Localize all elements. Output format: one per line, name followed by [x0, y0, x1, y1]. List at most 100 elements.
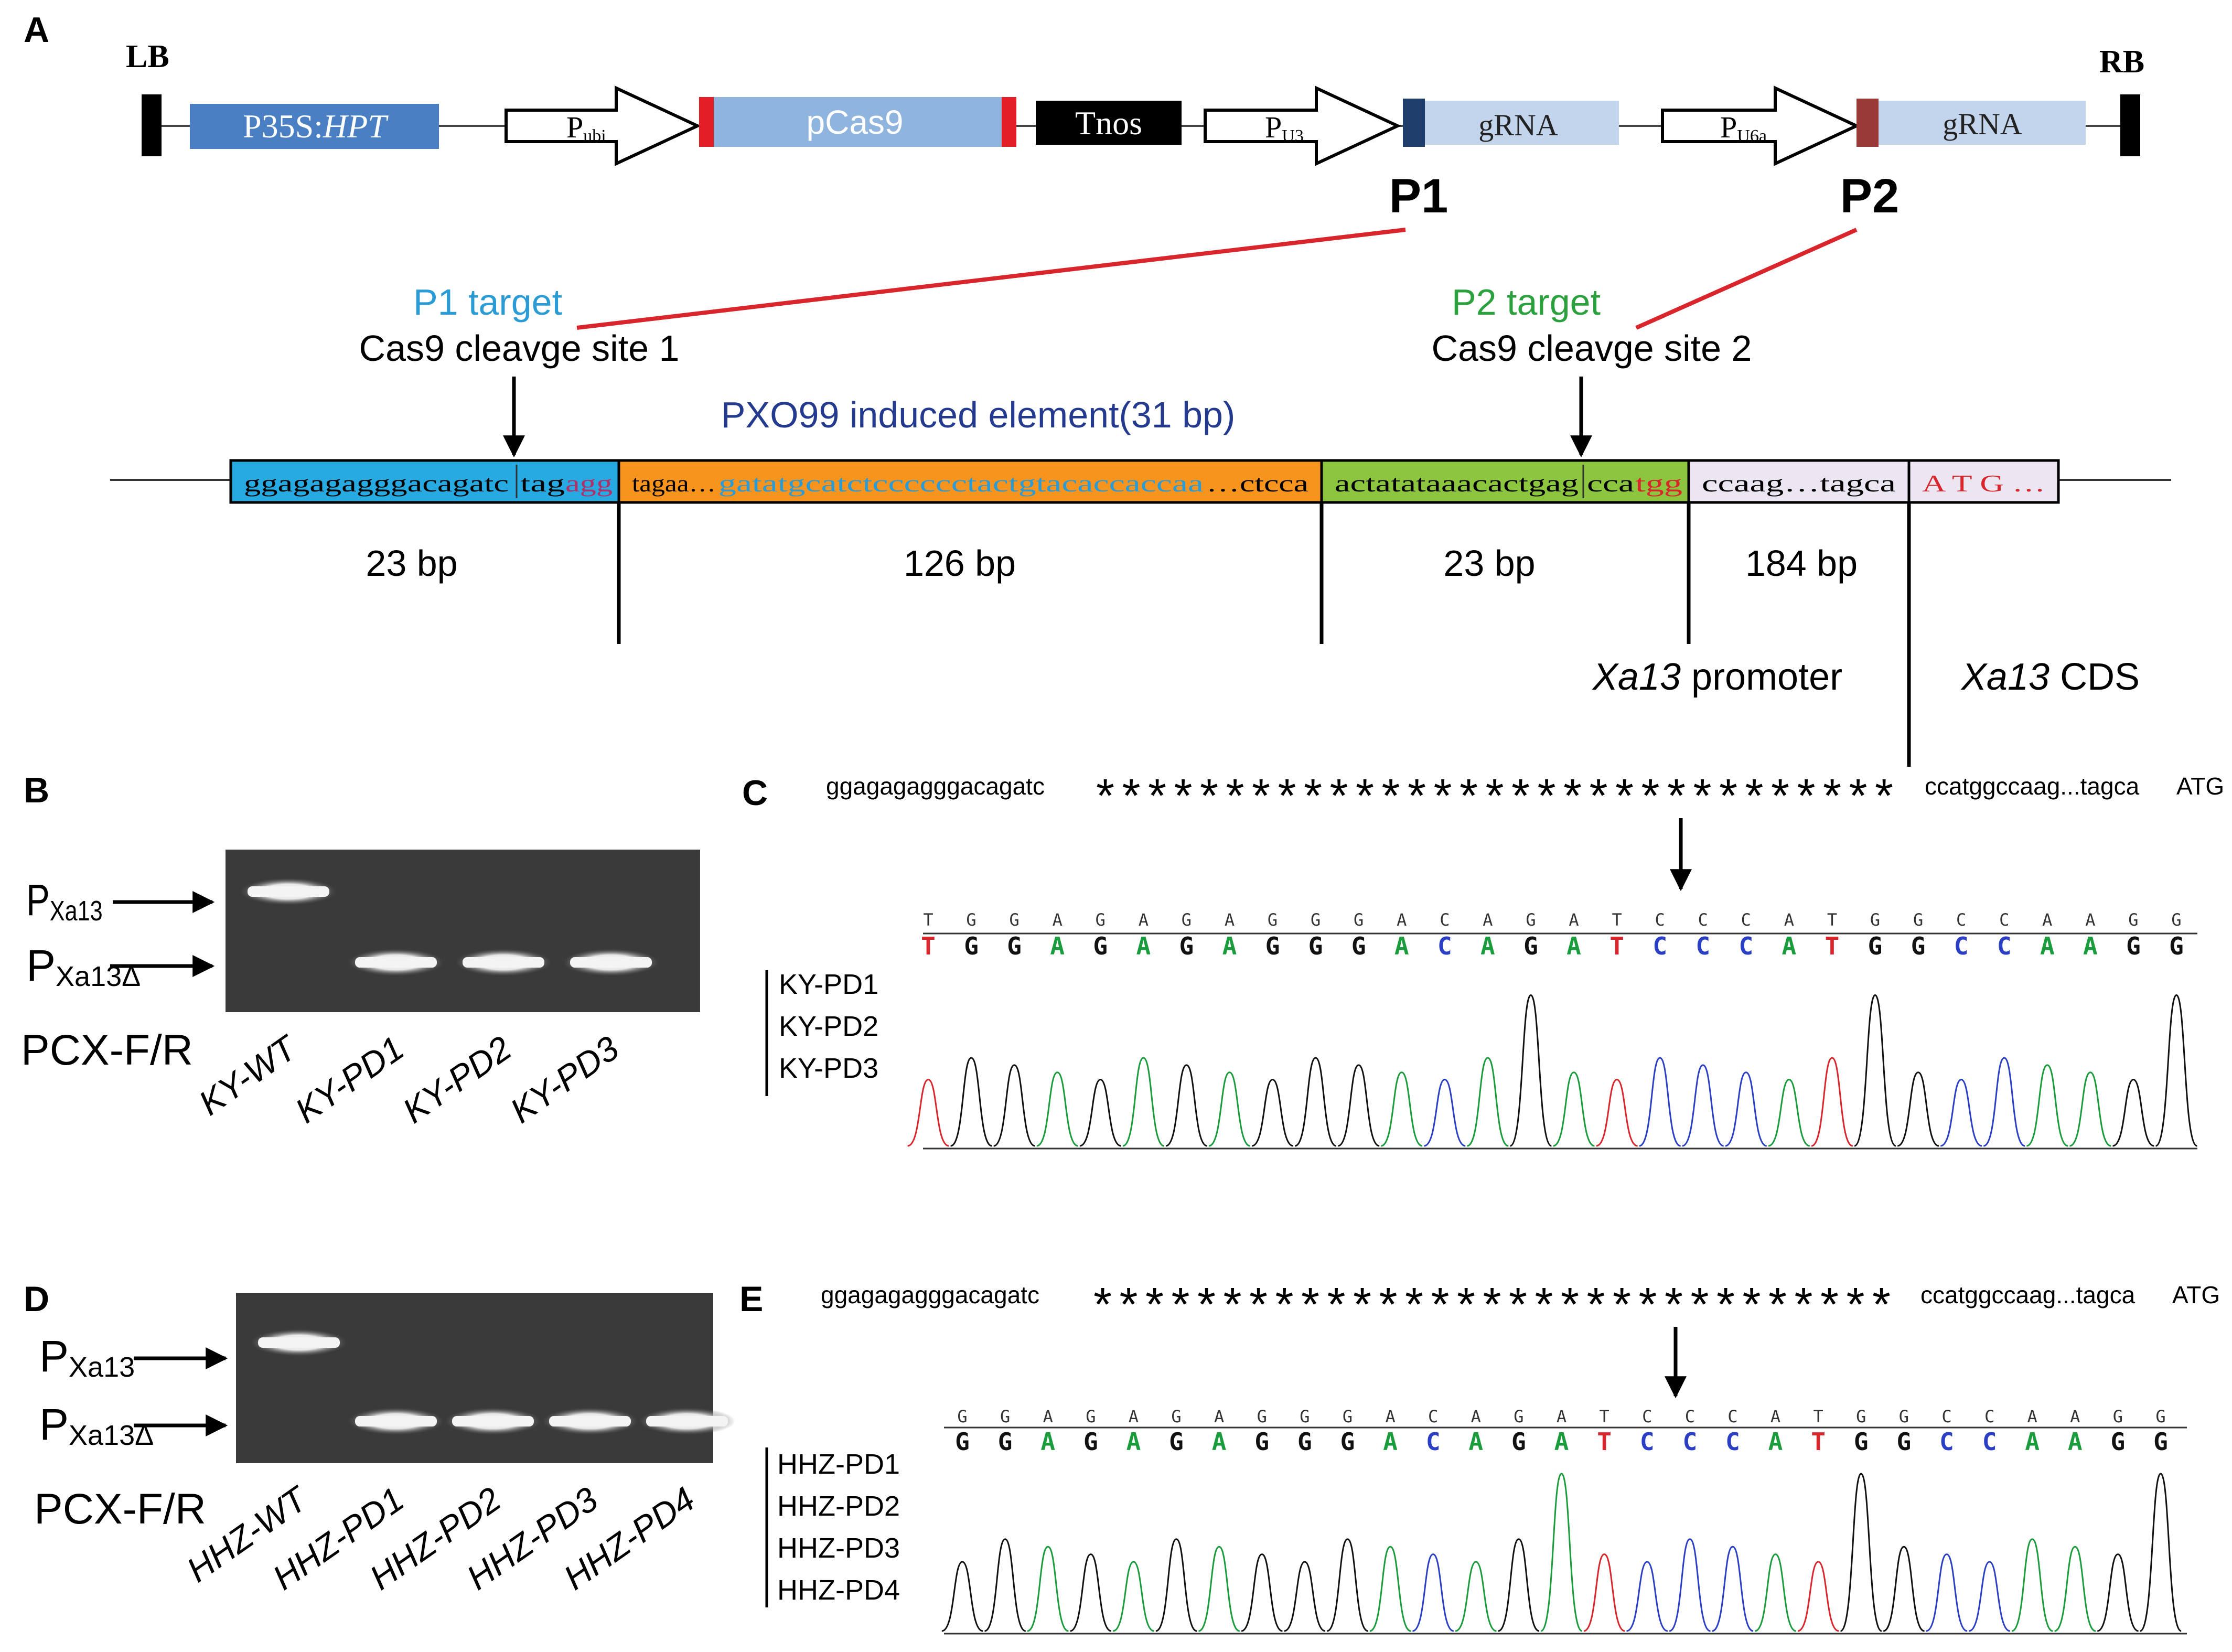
- pu3-promoter-arrow: [1204, 85, 1402, 166]
- seg2-start: tagaa…: [632, 470, 716, 497]
- reference-base: C: [1999, 910, 2009, 930]
- reference-base: C: [1741, 910, 1751, 930]
- called-base: C: [1982, 1428, 1997, 1456]
- called-base: G: [1868, 932, 1883, 960]
- segment-cds-start: [1907, 459, 2060, 504]
- chromatogram-e: ggagagagggacagatc **********************…: [765, 1279, 2220, 1635]
- called-base: A: [1212, 1428, 1227, 1456]
- segment-p2-target: [1320, 459, 1690, 504]
- panel-label-c: C: [742, 773, 768, 813]
- gel-band-core: [570, 957, 652, 968]
- cas9-label: pCas9: [807, 103, 904, 141]
- seq-e-traces: [941, 1473, 2182, 1632]
- called-base: G: [998, 1428, 1013, 1456]
- reference-base: A: [1139, 910, 1149, 930]
- p2-connector-line: [1635, 228, 1858, 330]
- called-base: A: [1050, 932, 1065, 960]
- called-base: A: [1126, 1428, 1141, 1456]
- reference-base: G: [1343, 1407, 1353, 1426]
- called-base: A: [1468, 1428, 1483, 1456]
- seg1-pam: agg: [565, 470, 613, 497]
- p1-cleavage-label: Cas9 cleavge site 1: [359, 328, 680, 369]
- called-base: G: [1340, 1428, 1355, 1456]
- seq-c-stars: *******************************: [1096, 770, 1893, 822]
- grna2-block: [1879, 101, 2086, 145]
- called-base: G: [1265, 932, 1280, 960]
- reference-base: A: [1784, 910, 1794, 930]
- seg3-seq-b: cca: [1587, 470, 1634, 497]
- called-base: G: [1179, 932, 1194, 960]
- called-base: A: [1222, 932, 1237, 960]
- reference-base: C: [1428, 1407, 1438, 1426]
- called-base: A: [1040, 1428, 1055, 1456]
- reference-base: C: [1440, 910, 1450, 930]
- sample-label: KY-PD2: [779, 1011, 878, 1042]
- len-seg1: 23 bp: [366, 543, 457, 584]
- seq-e-right: ccatggccaag...tagca: [1920, 1281, 2136, 1308]
- reference-base: G: [1300, 1407, 1310, 1426]
- called-base: A: [2083, 932, 2098, 960]
- reference-base: A: [2042, 910, 2052, 930]
- reference-base: T: [923, 910, 933, 930]
- called-base: G: [1897, 1428, 1912, 1456]
- called-base: G: [2111, 1428, 2126, 1456]
- reference-base: G: [1010, 910, 1020, 930]
- p2-cleavage-label: Cas9 cleavge site 2: [1432, 328, 1752, 369]
- called-base: T: [921, 932, 936, 960]
- called-base: A: [1782, 932, 1797, 960]
- gel-b: PXa13 PXa13Δ PCX-F/R KY-WTKY-PD1KY-PD2KY…: [21, 850, 700, 1130]
- reference-base: G: [1268, 910, 1278, 930]
- cas9-right-end: [1002, 97, 1016, 147]
- called-base: G: [2153, 1428, 2168, 1456]
- reference-base: T: [1599, 1407, 1609, 1426]
- tnos-block: [1036, 101, 1182, 145]
- called-base: C: [1652, 932, 1667, 960]
- gel-band-core: [355, 957, 437, 968]
- reference-base: G: [1000, 1407, 1010, 1426]
- reference-base: A: [1214, 1407, 1224, 1426]
- chromatogram-c: ggagagagggacagatc **********************…: [765, 770, 2224, 1150]
- called-base: G: [2169, 932, 2184, 960]
- element-label: PXO99 induced element(31 bp): [721, 394, 1236, 435]
- reference-base: G: [1096, 910, 1106, 930]
- called-base: A: [1566, 932, 1581, 960]
- called-base: A: [2068, 1428, 2083, 1456]
- reference-base: A: [1569, 910, 1579, 930]
- grna2-label: gRNA: [1943, 107, 2022, 141]
- gel-d-image: [236, 1293, 713, 1463]
- sample-label: KY-PD1: [779, 969, 878, 1000]
- t-dna-construct: LB RB P35S:HPT Pubi pCas9 Tnos PU3 gRNA …: [126, 39, 2144, 223]
- reference-base: T: [1612, 910, 1622, 930]
- called-base: A: [1136, 932, 1151, 960]
- reference-base: A: [1053, 910, 1063, 930]
- called-base: A: [1394, 932, 1409, 960]
- gel-lane-label: KY-PD3: [503, 1028, 626, 1131]
- p1-target-label: P1 target: [413, 282, 562, 323]
- len-seg3: 23 bp: [1443, 543, 1535, 584]
- reference-base: G: [2113, 1407, 2123, 1426]
- hpt-cassette: [190, 104, 439, 149]
- left-border-block: [142, 94, 162, 156]
- p1-spacer-mark: [1403, 99, 1425, 147]
- reference-base: G: [1856, 1407, 1866, 1426]
- reference-base: C: [1685, 1407, 1695, 1426]
- reference-base: C: [1727, 1407, 1737, 1426]
- seq-c-traces: [907, 994, 2198, 1147]
- left-border-label: LB: [126, 39, 169, 74]
- trace-A: [1036, 1057, 2111, 1147]
- reference-base: C: [1984, 1407, 1994, 1426]
- promoter-sequence-map: ggagagagggacagatc tag agg tagaa… gatatgc…: [110, 459, 2171, 767]
- len-seg4: 184 bp: [1745, 543, 1858, 584]
- gel-band-core: [463, 957, 544, 968]
- called-base: C: [1725, 1428, 1740, 1456]
- pu6a-promoter-arrow: [1661, 85, 1861, 166]
- reference-base: A: [1043, 1407, 1053, 1426]
- gel-band-core: [646, 1416, 728, 1426]
- trace-T: [907, 1057, 1853, 1147]
- gel-d-upper-band-label: PXa13: [39, 1332, 135, 1383]
- called-base: G: [1007, 932, 1022, 960]
- pu6a-label: PU6a: [1720, 110, 1767, 146]
